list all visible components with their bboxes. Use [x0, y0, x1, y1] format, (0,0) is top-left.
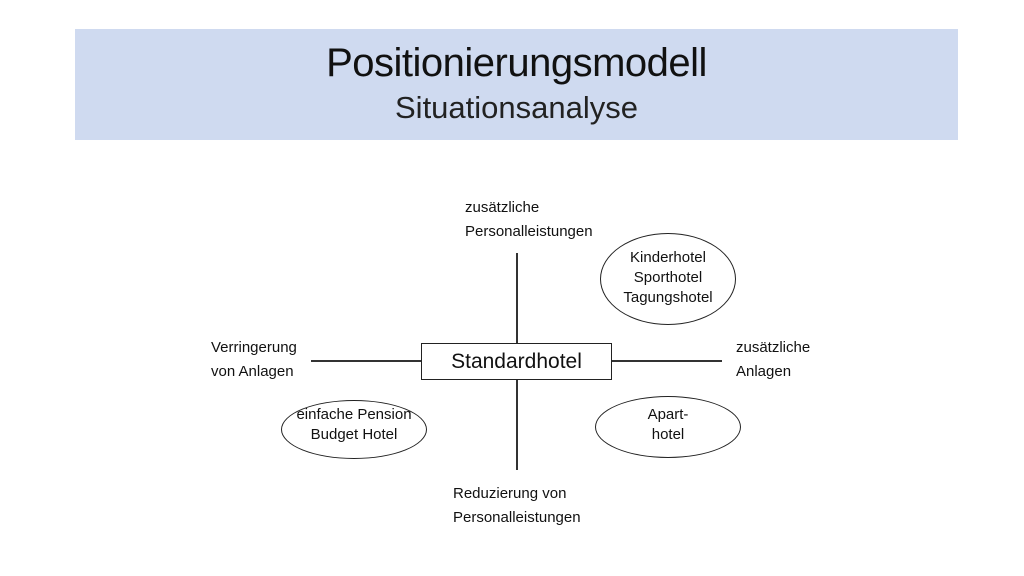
- quadrant-lower-left-line2: Budget Hotel: [310, 426, 398, 443]
- axis-label-right-line1: zusätzliche: [736, 339, 811, 356]
- quadrant-upper-right-line1: Kinderhotel: [630, 249, 706, 266]
- quadrant-upper-right-line3: Tagungshotel: [623, 289, 713, 306]
- quadrant-lower-right-line2: hotel: [651, 426, 685, 443]
- axis-label-right-line2: Anlagen: [736, 363, 792, 380]
- ellipse-upper-right: [600, 233, 736, 325]
- axis-label-top-line1: zusätzliche: [465, 199, 540, 216]
- ellipse-lower-right: [595, 396, 741, 458]
- axis-label-bottom-line1: Reduzierung von: [453, 485, 567, 502]
- axis-label-top: zusätzliche Personalleistungen: [465, 196, 593, 244]
- ellipse-lower-right-text: Apart- hotel: [595, 405, 741, 445]
- horizontal-axis-left: [311, 360, 421, 362]
- center-box: Standardhotel: [421, 343, 612, 380]
- title-band: Positionierungsmodell Situationsanalyse: [75, 29, 958, 140]
- vertical-axis-upper: [516, 253, 518, 343]
- axis-label-left: Verringerung von Anlagen: [211, 336, 297, 384]
- axis-label-bottom: Reduzierung von Personalleistungen: [453, 482, 581, 530]
- ellipse-lower-left-text: einfache Pension Budget Hotel: [273, 405, 435, 445]
- axis-label-top-line2: Personalleistungen: [465, 223, 593, 240]
- quadrant-upper-right-line2: Sporthotel: [633, 269, 703, 286]
- ellipse-upper-right-text: Kinderhotel Sporthotel Tagungshotel: [600, 248, 736, 308]
- slide-subtitle: Situationsanalyse: [395, 90, 638, 125]
- quadrant-lower-left-line1: einfache Pension: [296, 406, 412, 423]
- axis-label-left-line2: von Anlagen: [211, 363, 294, 380]
- axis-label-bottom-line2: Personalleistungen: [453, 509, 581, 526]
- quadrant-lower-right-line1: Apart-: [647, 406, 689, 423]
- ellipse-lower-left: [281, 400, 427, 459]
- vertical-axis-lower: [516, 380, 518, 470]
- axis-label-right: zusätzliche Anlagen: [736, 336, 810, 384]
- slide-title: Positionierungsmodell: [326, 41, 707, 85]
- horizontal-axis-right: [612, 360, 722, 362]
- axis-label-left-line1: Verringerung: [211, 339, 297, 356]
